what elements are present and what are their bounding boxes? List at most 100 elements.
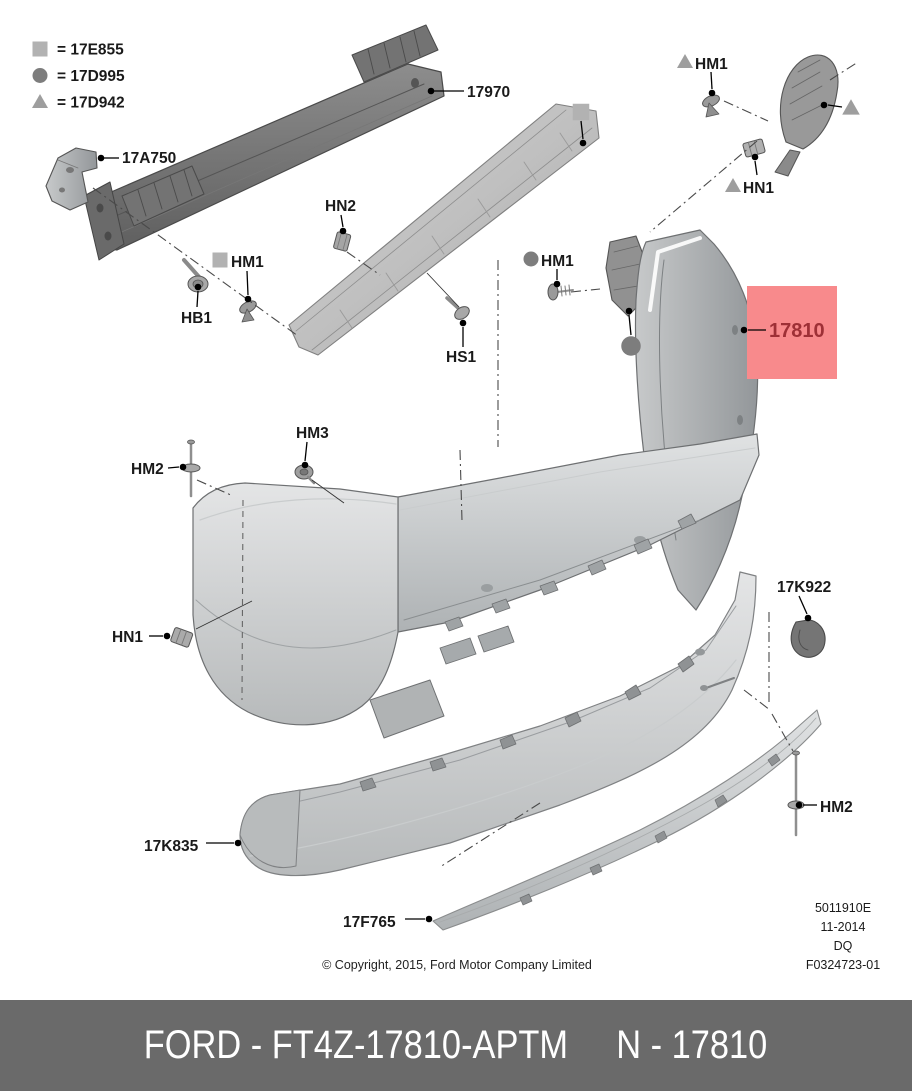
pin-hm2-right-illustration	[787, 750, 805, 837]
callout-hn2: HN2	[325, 198, 356, 235]
leader-line	[340, 214, 344, 228]
callout-hb1: HB1	[181, 283, 212, 327]
callout-hs1-label[interactable]: HS1	[446, 349, 477, 366]
callout-hn1-left: HN1	[112, 629, 171, 646]
footer-part-bar: FORD - FT4Z-17810-APTM N - 17810	[0, 1000, 912, 1091]
clip-hn2-illustration	[333, 231, 352, 252]
callout-17k835-label[interactable]: 17K835	[144, 838, 199, 855]
callout-17a750-label[interactable]: 17A750	[122, 150, 176, 167]
callout-hm2-left: HM2	[131, 461, 187, 478]
part-illustrations	[45, 24, 839, 931]
stamp-line: 11-2014	[821, 920, 866, 934]
pushpin-hm1-upper-right-illustration	[702, 94, 720, 118]
callout-17810-highlight: 17810	[740, 286, 837, 379]
legend-item-label: = 17D995	[57, 68, 125, 85]
callout-hn1-upper-right-label[interactable]: HN1	[743, 180, 774, 197]
step-pad-illustration	[288, 103, 600, 356]
selected-part-highlight[interactable]	[747, 286, 837, 379]
lower-trim-strip-illustration	[432, 709, 822, 931]
leader-dot	[97, 154, 105, 162]
stamp-line: DQ	[834, 939, 853, 953]
callout-hm1-upper-right: HM1	[677, 54, 728, 97]
callout-hm1-upper-right-label[interactable]: HM1	[695, 56, 728, 73]
callout-hm1-upper-left-label[interactable]: HM1	[231, 254, 264, 271]
leader-dot	[795, 801, 803, 809]
stamp-line: F0324723-01	[806, 958, 880, 972]
callout-hm1-center-label[interactable]: HM1	[541, 253, 574, 270]
marker-17e855-ref	[572, 103, 590, 147]
leader-line	[196, 290, 199, 308]
square-marker-icon	[32, 41, 48, 57]
leader-line	[798, 595, 808, 615]
callout-hn1-upper-right: HN1	[725, 153, 774, 197]
leader-dot	[553, 280, 561, 288]
callout-hn1-left-label[interactable]: HN1	[112, 629, 143, 646]
leader-dot	[820, 101, 828, 109]
leader-dot	[804, 614, 812, 622]
square-marker-icon	[212, 252, 228, 268]
clip-hn1-left-illustration	[170, 627, 194, 648]
callout-hm2-right: HM2	[795, 799, 853, 816]
circle-marker-icon	[523, 251, 539, 267]
callout-17f765-label[interactable]: 17F765	[343, 914, 396, 931]
bumper-cover-illustration	[192, 229, 760, 739]
assembly-alignment-lines	[92, 61, 859, 868]
triangle-marker-icon	[32, 94, 48, 108]
callout-17k922: 17K922	[777, 579, 831, 622]
triangle-marker-icon	[677, 54, 693, 68]
leader-dot	[579, 139, 587, 147]
pushpin-hm1-center-illustration	[547, 283, 574, 301]
screw-hs1-illustration	[445, 296, 470, 320]
leader-dot	[194, 283, 202, 291]
lower-valance-illustration	[239, 571, 757, 877]
callout-17a750: 17A750	[97, 150, 176, 167]
leader-line	[628, 314, 632, 336]
callout-17f765: 17F765	[343, 914, 433, 931]
callout-hm2-left-label[interactable]: HM2	[131, 461, 164, 478]
callout-hm1-center: HM1	[523, 251, 574, 288]
callout-hm3-label[interactable]: HM3	[296, 425, 329, 442]
leader-line	[167, 466, 180, 469]
legend-item-circle: = 17D995	[32, 68, 125, 85]
callout-hn2-label[interactable]: HN2	[325, 198, 356, 215]
circle-marker-icon	[621, 336, 641, 356]
leader-dot	[459, 319, 467, 327]
legend: = 17E855 = 17D995 = 17D942	[32, 41, 125, 112]
leader-dot	[740, 326, 748, 334]
leader-line	[827, 104, 843, 108]
callout-hm3: HM3	[296, 425, 329, 469]
copyright-notice: © Copyright, 2015, Ford Motor Company Li…	[322, 958, 592, 972]
callout-hm2-right-label[interactable]: HM2	[820, 799, 853, 816]
callouts: 17A75017970HN2HM1HB1HS1HM1HM1HN117810HM2…	[97, 54, 860, 931]
leader-line	[754, 160, 758, 176]
callout-17970: 17970	[427, 84, 510, 101]
callout-17970-label[interactable]: 17970	[467, 84, 510, 101]
triangle-marker-icon	[725, 178, 741, 192]
footer-base-number: N - 17810	[616, 1023, 768, 1067]
leader-dot	[163, 632, 171, 640]
leader-dot	[751, 153, 759, 161]
leader-dot	[425, 915, 433, 923]
leader-dot	[339, 227, 347, 235]
callout-17k922-label[interactable]: 17K922	[777, 579, 831, 596]
legend-item-square: = 17E855	[32, 41, 124, 59]
marker-17d942-ref	[820, 99, 860, 115]
leader-dot	[708, 89, 716, 97]
legend-item-label: = 17E855	[57, 42, 124, 59]
leader-line	[246, 270, 249, 296]
callout-hb1-label[interactable]: HB1	[181, 310, 212, 327]
triangle-marker-icon	[842, 99, 860, 115]
leader-dot	[301, 461, 309, 469]
leader-line	[710, 71, 713, 90]
legend-item-triangle: = 17D942	[32, 94, 125, 112]
circle-marker-icon	[32, 68, 48, 83]
callout-17810-highlight-label[interactable]: 17810	[769, 320, 825, 342]
stamp-line: 5011910E	[815, 901, 871, 915]
diagram-canvas: = 17E855= 17D995= 17D942 17A75017970HN2H…	[32, 24, 880, 972]
leader-line	[304, 441, 308, 462]
footer-catalog-number: FORD - FT4Z-17810-APTM	[144, 1023, 569, 1067]
impact-bar-illustration	[83, 24, 445, 261]
callout-hm1-upper-left: HM1	[212, 252, 264, 303]
